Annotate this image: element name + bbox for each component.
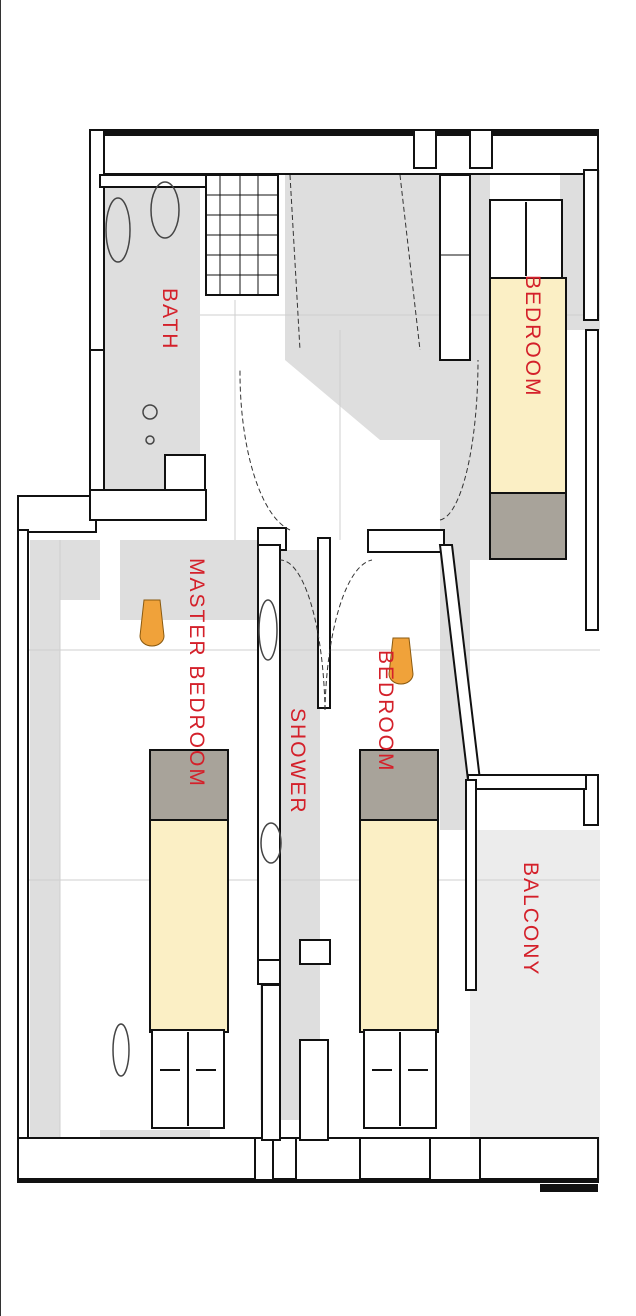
bed-bedroom-middle bbox=[359, 749, 439, 1129]
walls bbox=[17, 129, 599, 1192]
room-label-master-bedroom: MASTER BEDROOM bbox=[185, 558, 208, 788]
bed-bedroom-top bbox=[489, 199, 567, 560]
lamp-icon bbox=[139, 599, 165, 647]
room-label-shower: SHOWER bbox=[286, 708, 309, 815]
basin-icon bbox=[105, 197, 131, 263]
room-label-bedroom-bottom: BEDROOM bbox=[374, 650, 397, 773]
drain-icon bbox=[142, 404, 158, 420]
lamp-icon bbox=[388, 637, 414, 685]
room-label-bedroom-top: BEDROOM bbox=[521, 275, 544, 398]
vanity-icon bbox=[112, 1023, 130, 1077]
bed-master bbox=[149, 749, 229, 1129]
room-label-balcony: BALCONY bbox=[519, 862, 542, 976]
lamps bbox=[139, 599, 414, 685]
door-swings bbox=[239, 174, 479, 711]
bath-fixtures bbox=[105, 181, 282, 1077]
room-label-bath: BATH bbox=[158, 288, 181, 350]
toilet-icon bbox=[150, 181, 180, 239]
shower-drain-icon bbox=[260, 822, 282, 864]
room-labels: BATH MASTER BEDROOM SHOWER BEDROOM BEDRO… bbox=[158, 275, 544, 976]
